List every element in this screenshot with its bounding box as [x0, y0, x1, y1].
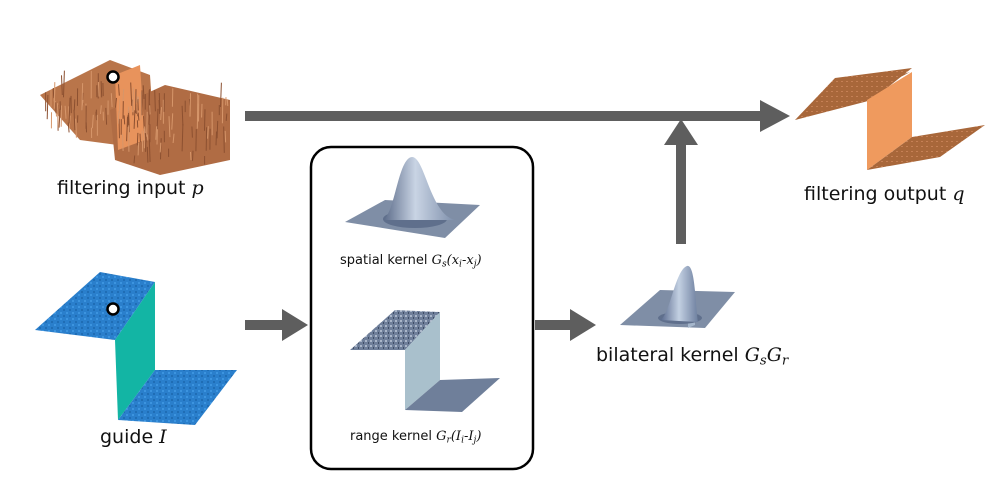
pixel-marker-guide — [106, 302, 120, 316]
range-kernel-label: range kernel Gr(Ii-Ij) — [350, 429, 482, 446]
arrow-kernels-to-bilateral-head — [570, 309, 596, 341]
filtering-input-label: filtering input p — [57, 177, 204, 199]
guide-surface — [35, 272, 237, 425]
arrow-bilateral-up-head — [664, 119, 698, 145]
arrow-guide-to-kernels-shaft — [245, 320, 287, 330]
arrow-guide-to-kernels-head — [282, 309, 308, 341]
guide-label: guide I — [100, 426, 167, 448]
spatial-kernel-surface — [345, 157, 480, 238]
spatial-kernel-label: spatial kernel Gs(xi-xj) — [340, 253, 482, 270]
bilateral-kernel-surface — [620, 265, 735, 328]
arrow-kernels-to-bilateral-shaft — [535, 320, 575, 330]
pixel-marker-input — [106, 70, 120, 84]
filtering-output-label: filtering output q — [804, 183, 965, 205]
bilateral-kernel-label: bilateral kernel GsGr — [596, 344, 789, 369]
filtering-output-surface — [795, 68, 985, 170]
arrow-input-to-output-head — [760, 100, 790, 132]
filtering-input-surface — [40, 60, 230, 175]
range-kernel-surface — [350, 310, 500, 412]
arrow-bilateral-up-shaft — [676, 140, 686, 244]
arrow-input-to-output-shaft — [245, 111, 767, 121]
